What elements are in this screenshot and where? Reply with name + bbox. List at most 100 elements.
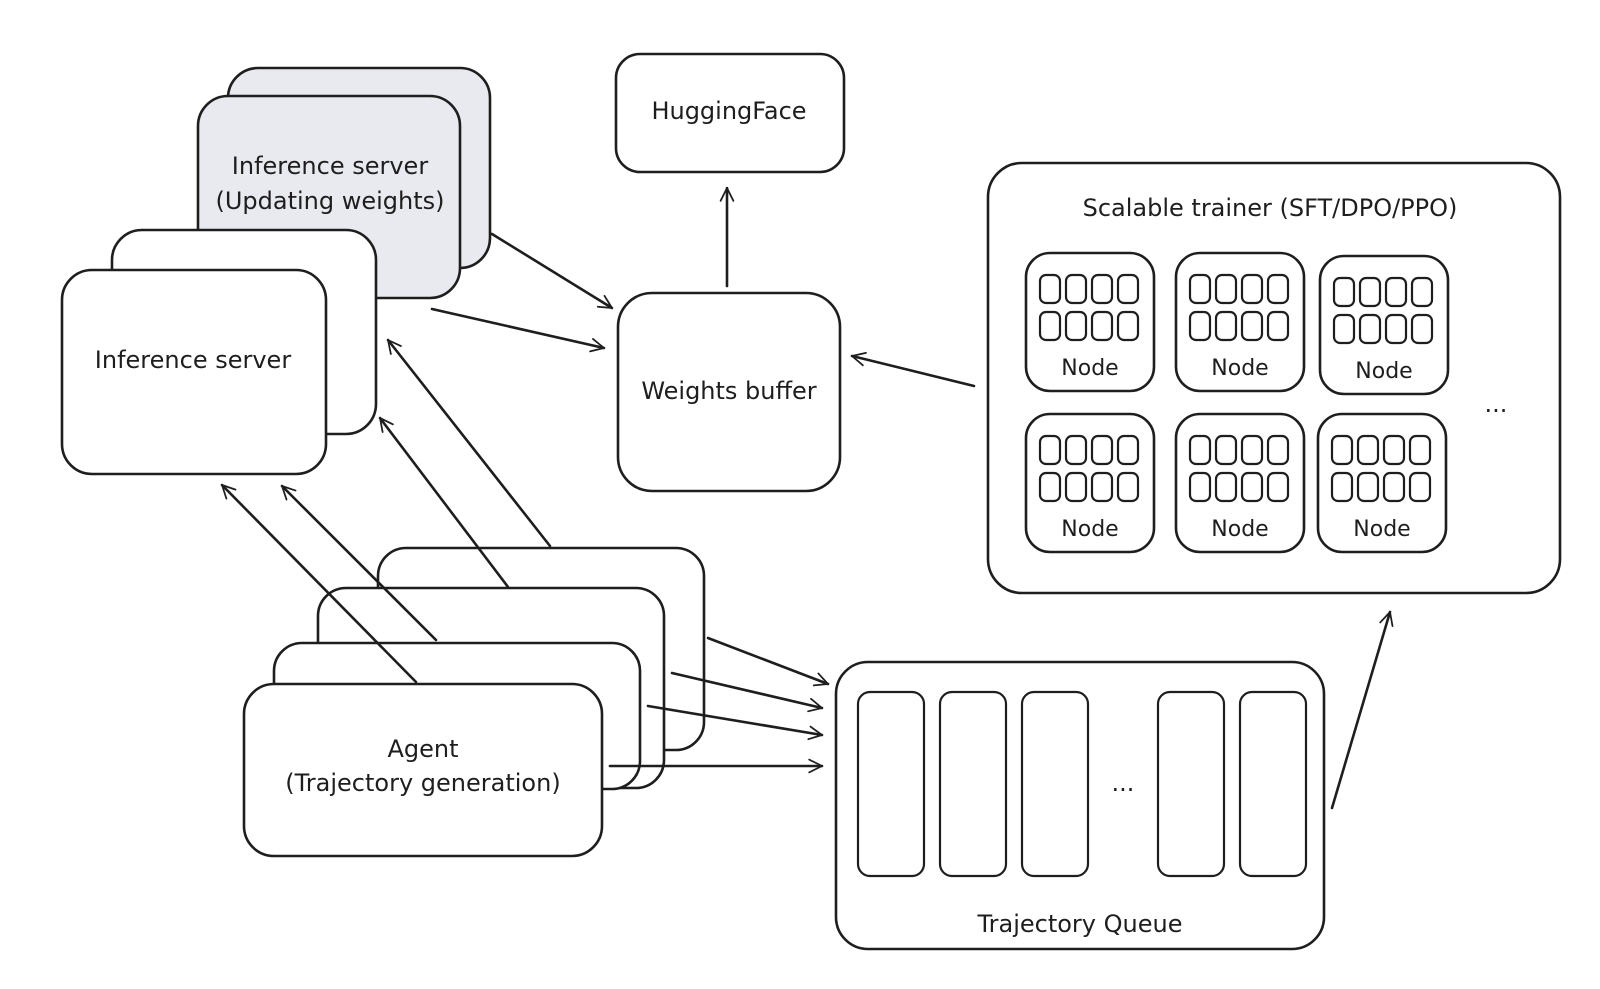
gpu-cell xyxy=(1038,310,1062,342)
trajectory-queue: ... Trajectory Queue xyxy=(834,660,1326,951)
huggingface-label: HuggingFace xyxy=(651,97,806,125)
gpu-cell xyxy=(1266,310,1290,342)
arrow-agent-to-inference-server-4 xyxy=(386,338,552,548)
gpu-cell xyxy=(1410,276,1434,308)
agent-front xyxy=(242,682,604,858)
arrow-trainer-to-weights-buffer xyxy=(850,351,976,388)
arrow-agent-to-queue-3 xyxy=(646,704,824,741)
gpu-cell xyxy=(1188,310,1212,342)
gpu-cell xyxy=(1408,434,1432,466)
gpu-cell xyxy=(1188,434,1212,466)
gpu-cell xyxy=(1382,434,1406,466)
agent-stack: Agent (Trajectory generation) xyxy=(242,546,706,858)
gpu-cell xyxy=(1214,471,1238,503)
gpu-cell xyxy=(1240,310,1264,342)
trainer-node: Node xyxy=(1316,412,1448,554)
gpu-cell xyxy=(1266,434,1290,466)
gpu-cell xyxy=(1214,434,1238,466)
gpu-cell xyxy=(1356,434,1380,466)
huggingface-box: HuggingFace xyxy=(614,52,846,174)
inference-server-updating-sublabel: (Updating weights) xyxy=(215,187,444,215)
gpu-cell xyxy=(1064,471,1088,503)
gpu-cell xyxy=(1240,434,1264,466)
gpu-cell xyxy=(1064,273,1088,305)
trainer-node-label: Node xyxy=(1211,356,1268,381)
trainer-node-label: Node xyxy=(1355,359,1412,384)
arrows xyxy=(220,186,1394,810)
queue-slot xyxy=(1020,690,1090,878)
agent-label: Agent xyxy=(387,735,458,763)
gpu-cell xyxy=(1214,273,1238,305)
gpu-cell xyxy=(1116,471,1140,503)
gpu-cell xyxy=(1188,471,1212,503)
inference-server-label: Inference server xyxy=(95,346,292,374)
gpu-cell xyxy=(1090,310,1114,342)
arrow-queue-to-trainer xyxy=(1330,610,1394,810)
arrow-agent-to-queue-2 xyxy=(670,671,824,713)
queue-slot xyxy=(856,690,926,878)
gpu-cell xyxy=(1116,434,1140,466)
gpu-cell xyxy=(1038,471,1062,503)
huggingface-rect xyxy=(614,52,846,174)
gpu-cell xyxy=(1188,273,1212,305)
gpu-cell xyxy=(1116,273,1140,305)
inference-server-front xyxy=(60,268,328,476)
gpu-cell xyxy=(1038,273,1062,305)
gpu-cell xyxy=(1358,276,1382,308)
gpu-cell xyxy=(1266,273,1290,305)
trainer-more-ellipsis: ... xyxy=(1485,390,1508,418)
gpu-cell xyxy=(1330,471,1354,503)
trajectory-queue-label: Trajectory Queue xyxy=(977,910,1183,938)
arrow-updating-to-weights-buffer xyxy=(490,232,614,310)
inference-server-updating-label: Inference server xyxy=(232,152,429,180)
gpu-cell xyxy=(1384,276,1408,308)
queue-slot xyxy=(1238,690,1308,878)
trainer-node-label: Node xyxy=(1061,356,1118,381)
gpu-cell xyxy=(1358,313,1382,345)
arrow-agent-to-queue-1 xyxy=(706,636,830,687)
gpu-cell xyxy=(1330,434,1354,466)
gpu-cell xyxy=(1410,313,1434,345)
trainer-node: Node xyxy=(1024,412,1156,554)
trainer-node: Node xyxy=(1174,412,1306,554)
gpu-cell xyxy=(1382,471,1406,503)
gpu-cell xyxy=(1332,276,1356,308)
queue-slot xyxy=(938,690,1008,878)
gpu-cell xyxy=(1090,471,1114,503)
gpu-cell xyxy=(1384,313,1408,345)
gpu-cell xyxy=(1266,471,1290,503)
arrow-agent-to-inference-server-1 xyxy=(220,483,418,684)
trainer-node-label: Node xyxy=(1211,517,1268,542)
gpu-cell xyxy=(1332,313,1356,345)
gpu-cell xyxy=(1038,434,1062,466)
arrow-agent-to-inference-server-3 xyxy=(378,416,510,589)
gpu-cell xyxy=(1064,310,1088,342)
weights-buffer-label: Weights buffer xyxy=(641,377,816,405)
scalable-trainer-title: Scalable trainer (SFT/DPO/PPO) xyxy=(1083,194,1458,222)
gpu-cell xyxy=(1090,273,1114,305)
gpu-cell xyxy=(1408,471,1432,503)
trainer-node-label: Node xyxy=(1353,517,1410,542)
trainer-node: Node xyxy=(1174,251,1306,393)
trainer-node-label: Node xyxy=(1061,517,1118,542)
weights-buffer-rect xyxy=(616,291,842,493)
gpu-cell xyxy=(1214,310,1238,342)
weights-buffer-box: Weights buffer xyxy=(616,291,842,493)
agent-sublabel: (Trajectory generation) xyxy=(285,769,560,797)
queue-more-ellipsis: ... xyxy=(1112,769,1135,797)
queue-slot xyxy=(1156,690,1226,878)
gpu-cell xyxy=(1090,434,1114,466)
trainer-node: Node xyxy=(1024,251,1156,393)
inference-server-stack: Inference server xyxy=(60,228,378,476)
gpu-cell xyxy=(1116,310,1140,342)
gpu-cell xyxy=(1356,471,1380,503)
trainer-node: Node xyxy=(1318,254,1450,396)
gpu-cell xyxy=(1240,471,1264,503)
gpu-cell xyxy=(1240,273,1264,305)
arrow-agent-to-inference-server-2 xyxy=(280,484,438,642)
gpu-cell xyxy=(1064,434,1088,466)
arrow-updating-to-weights-buffer-2 xyxy=(430,307,606,353)
